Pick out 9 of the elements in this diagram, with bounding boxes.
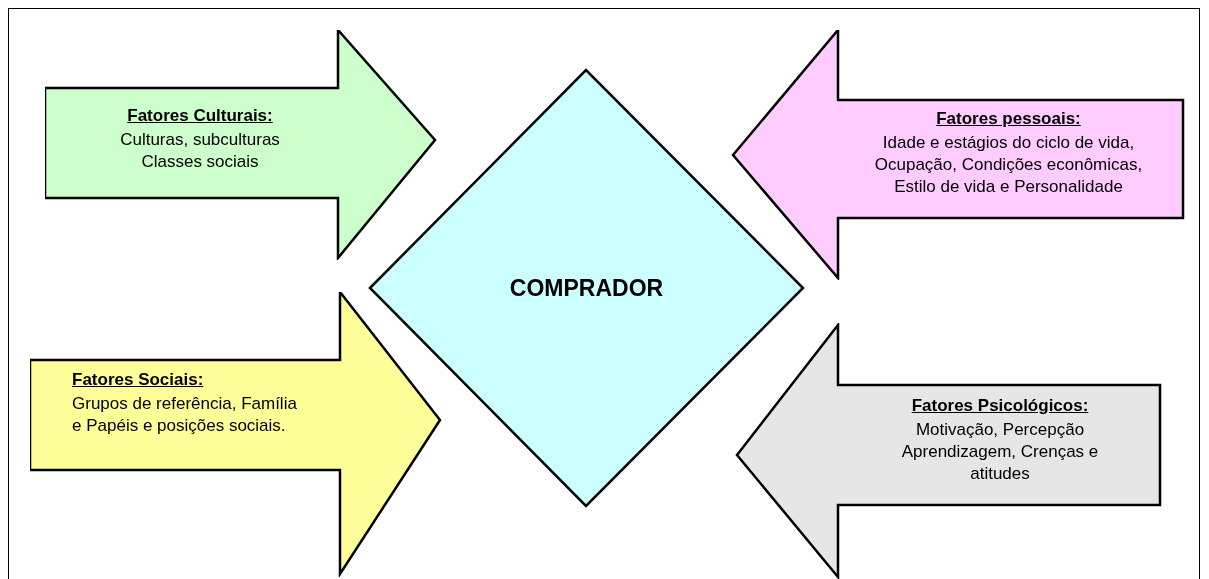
panel-text: Idade e estágios do ciclo de vida, Ocupação, Condições econômicas, Estilo de vida e Personalidade — [873, 132, 1144, 198]
panel-heading: Fatores Psicológicos: — [910, 395, 1090, 417]
panel-text: Culturas, subculturas Classes sociais — [119, 129, 281, 173]
panel-heading: Fatores Sociais: — [72, 369, 205, 391]
panel-text: Motivação, Percepção Aprendizagem, Crenças e atitudes — [900, 419, 1100, 485]
panel-heading: Fatores Culturais: — [126, 105, 274, 127]
center-label: COMPRADOR — [508, 274, 665, 303]
panel-heading: Fatores pessoais: — [935, 108, 1082, 130]
panel-text: Grupos de referência, Família e Papéis e posições sociais. — [72, 393, 297, 437]
